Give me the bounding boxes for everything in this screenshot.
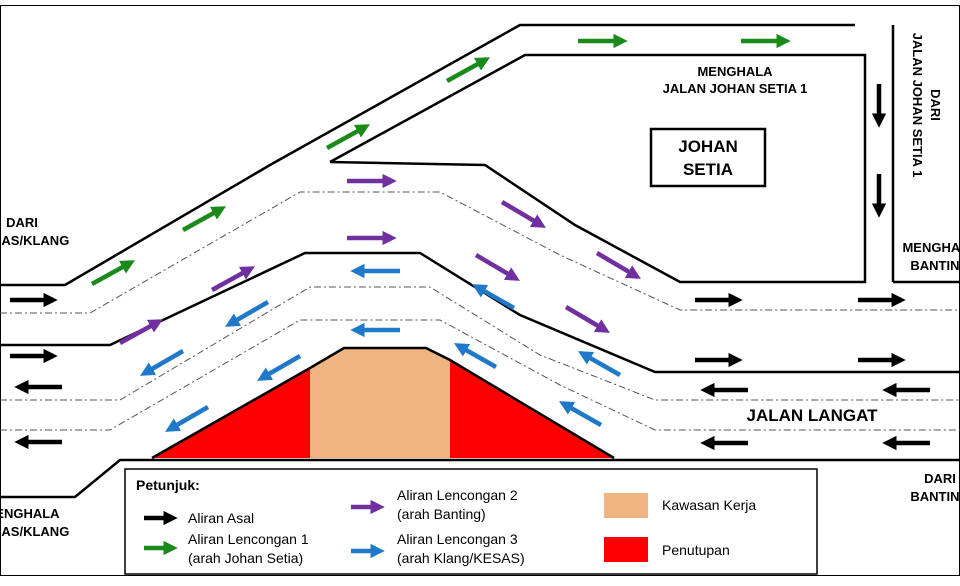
road-edge-median	[0, 251, 960, 374]
arrow-diagonal-left-icon	[257, 354, 302, 381]
dari-kesas-label-2: KESAS/KLANG	[0, 233, 69, 248]
johan-setia-label-2: SETIA	[683, 160, 733, 179]
arrow-diagonal-up-left-icon	[577, 351, 622, 377]
menghala-johan-label-1: MENGHALA	[697, 64, 773, 79]
arrow-diagonal-up-left-icon	[453, 343, 498, 369]
legend-lencongan2-label-2: (arah Banting)	[397, 506, 486, 522]
legend-work-zone-swatch	[604, 493, 648, 518]
arrow-diagonal-up-left-icon	[558, 401, 603, 427]
legend-asal-label: Aliran Asal	[188, 510, 254, 526]
jalan-johan-vertical: JALAN JOHAN SETIA 1	[910, 33, 925, 178]
legend-lencongan2-label-1: Aliran Lencongan 2	[397, 487, 518, 503]
dari-banting-label-1: DARI	[924, 471, 956, 486]
work-zone-area	[310, 348, 450, 458]
menghala-kesas-label-2: KESAS/KLANG	[0, 524, 69, 539]
arrow-diagonal-icon	[325, 124, 371, 150]
legend-lencongan1-label-1: Aliran Lencongan 1	[188, 531, 309, 547]
legend-title: Petunjuk:	[136, 477, 200, 493]
legend-lencongan1-label-2: (arah Johan Setia)	[188, 550, 303, 566]
arrow-diagonal-down-icon	[595, 251, 641, 279]
arrow-diagonal-icon	[90, 260, 136, 286]
arrow-diagonal-up-left-icon	[471, 284, 516, 310]
arrow-diagonal-left-icon	[140, 349, 185, 376]
arrow-diagonal-icon	[445, 57, 491, 83]
arrow-diagonal-left-icon	[225, 300, 270, 327]
johan-setia-label-1: JOHAN	[678, 137, 738, 156]
arrows-diversion-3	[140, 263, 622, 432]
arrow-diagonal-icon	[181, 206, 227, 232]
menghala-johan-label-2: JALAN JOHAN SETIA 1	[663, 81, 808, 96]
arrows-original-flow	[10, 84, 930, 451]
legend: Petunjuk: Aliran Asal Aliran Lencongan 1…	[124, 468, 818, 575]
dari-johan-vertical: DARI	[928, 89, 943, 121]
legend-lencongan3-label-1: Aliran Lencongan 3	[397, 531, 518, 547]
arrow-diagonal-left-icon	[165, 405, 210, 432]
menghala-kesas-label-1: MENGHALA	[0, 506, 60, 521]
dari-banting-label-2: BANTING	[910, 489, 960, 504]
legend-penutupan-label: Penutupan	[662, 542, 730, 558]
legend-kerja-label: Kawasan Kerja	[662, 497, 756, 513]
road-edge-bottom	[0, 458, 960, 499]
road-edges	[0, 23, 960, 499]
menghala-banting-label-2: BANTING	[910, 258, 960, 273]
arrow-diagonal-icon	[210, 266, 256, 292]
road-edge-johan-island	[329, 53, 867, 284]
arrow-diagonal-down-icon	[474, 253, 520, 281]
dari-johan-label-1: DARI	[928, 89, 943, 121]
legend-lencongan3-label-2: (arah Klang/KESAS)	[397, 550, 525, 566]
arrow-diagonal-icon	[118, 319, 164, 345]
dari-johan-label-2: JALAN JOHAN SETIA 1	[910, 33, 925, 178]
arrow-diagonal-down-icon	[564, 305, 610, 333]
legend-box	[124, 468, 818, 575]
arrow-diagonal-down-icon	[500, 200, 546, 228]
arrows-diversion-1	[90, 33, 791, 286]
road-edge-johan-top	[0, 23, 855, 287]
work-zone-outline	[151, 346, 615, 460]
dari-kesas-label-1: DARI	[6, 215, 38, 230]
legend-closure-swatch	[604, 537, 648, 562]
lane-markings	[0, 191, 960, 431]
johan-setia-box	[649, 127, 767, 188]
jalan-langat-label: JALAN LANGAT	[747, 406, 879, 425]
arrows-diversion-2	[118, 173, 641, 345]
menghala-banting-label-1: MENGHALA	[902, 240, 960, 255]
